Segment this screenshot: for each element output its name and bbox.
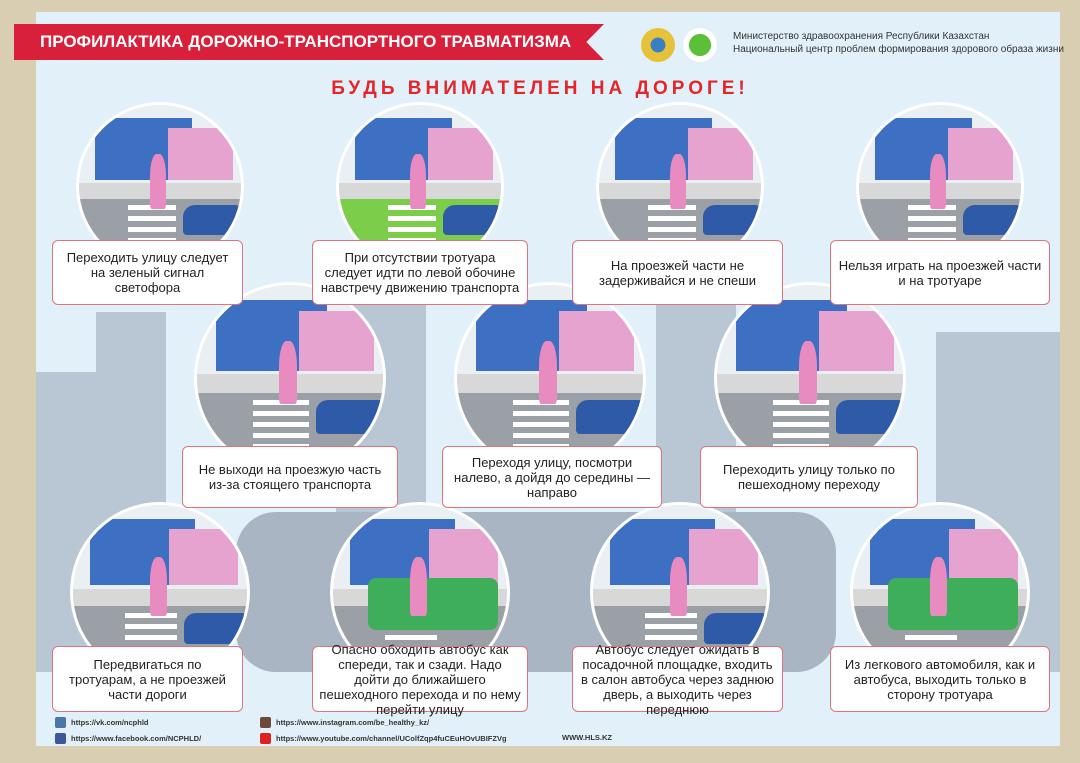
org-center: Национальный центр проблем формирования … <box>733 44 1064 55</box>
tip-caption: Переходить улицу следует на зеленый сигн… <box>52 240 243 305</box>
vk-icon <box>55 717 66 728</box>
illustration-5 <box>194 282 386 474</box>
website-link[interactable]: WWW.HLS.KZ <box>562 733 612 742</box>
tip-caption: Нельзя играть на проезжей части и на тро… <box>830 240 1050 305</box>
vk-url: https://vk.com/ncphld <box>71 718 149 727</box>
tip-caption: Не выходи на проезжую часть из-за стояще… <box>182 446 398 508</box>
tip-caption: При отсутствии тротуара следует идти по … <box>312 240 528 305</box>
youtube-icon <box>260 733 271 744</box>
tip-caption: Переходить улицу только по пешеходному п… <box>700 446 918 508</box>
instagram-link[interactable]: https://www.instagram.com/be_healthy_kz/ <box>260 717 429 728</box>
vk-link[interactable]: https://vk.com/ncphld <box>55 717 149 728</box>
kazakhstan-emblem-icon <box>641 28 675 62</box>
org-ministry: Министерство здравоохранения Республики … <box>733 31 990 42</box>
facebook-url: https://www.facebook.com/NCPHLD/ <box>71 734 202 743</box>
tip-caption: Переходя улицу, посмотри налево, а дойдя… <box>442 446 662 508</box>
health-center-logo-icon <box>683 28 717 62</box>
facebook-icon <box>55 733 66 744</box>
poster-title: ПРОФИЛАКТИКА ДОРОЖНО-ТРАНСПОРТНОГО ТРАВМ… <box>14 24 604 60</box>
slogan: БУДЬ ВНИМАТЕЛЕН НА ДОРОГЕ! <box>331 78 749 99</box>
organization-info: Министерство здравоохранения Республики … <box>733 30 1064 56</box>
facebook-link[interactable]: https://www.facebook.com/NCPHLD/ <box>55 733 201 744</box>
instagram-icon <box>260 717 271 728</box>
tip-caption: На проезжей части не задерживайся и не с… <box>572 240 783 305</box>
tip-caption: Передвигаться по тротуарам, а не проезже… <box>52 646 243 712</box>
instagram-url: https://www.instagram.com/be_healthy_kz/ <box>276 718 430 727</box>
tip-caption: Автобус следует ожидать в посадочной пло… <box>572 642 783 717</box>
tip-caption: Опасно обходить автобус как спереди, так… <box>312 642 528 717</box>
website-url: WWW.HLS.KZ <box>562 733 612 742</box>
youtube-url: https://www.youtube.com/channel/UColfZqp… <box>276 734 507 743</box>
youtube-link[interactable]: https://www.youtube.com/channel/UColfZqp… <box>260 733 507 744</box>
tip-caption: Из легкового автомобиля, как и автобуса,… <box>830 646 1050 712</box>
